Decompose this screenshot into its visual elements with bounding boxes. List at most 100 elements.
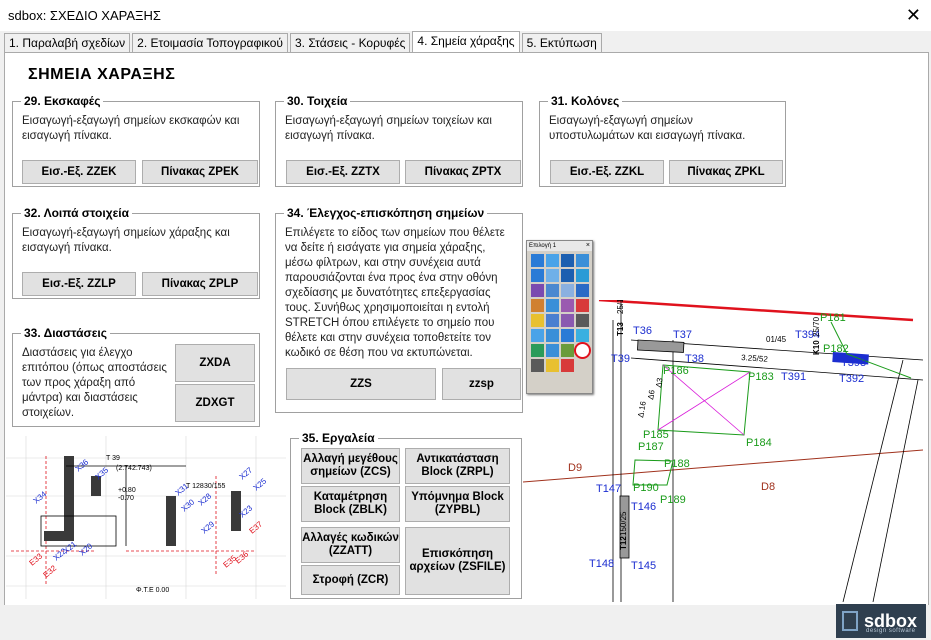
table-zptx-button[interactable]: Πίνακας ZPTX [405, 160, 521, 184]
rotate-zcr-button[interactable]: Στροφή (ZCR) [301, 565, 400, 595]
tools-icon[interactable] [531, 359, 544, 372]
layer-icon[interactable] [561, 254, 574, 267]
change-codes-zzatt-button[interactable]: Αλλαγές κωδικών (ZZATT) [301, 527, 400, 563]
drawing-label: T146 [631, 501, 656, 513]
tab-prepare-topographic[interactable]: 2. Ετοιμασία Τοπογραφικού [132, 33, 288, 53]
drawing-label: X27 [238, 465, 255, 481]
toolbar-close-icon[interactable]: × [585, 242, 590, 249]
replace-block-zrpl-button[interactable]: Αντικατάσταση Block (ZRPL) [405, 448, 510, 484]
footer [0, 605, 931, 640]
zzsp-button[interactable]: zzsp [442, 368, 521, 400]
refresh-icon[interactable] [576, 269, 589, 282]
drawing-label: 01/45 [766, 335, 787, 344]
resize-points-zcs-button[interactable]: Αλλαγή μεγέθους σημείων (ZCS) [301, 448, 400, 484]
table-zpkl-button[interactable]: Πίνακας ZPKL [669, 160, 783, 184]
text-icon[interactable] [576, 314, 589, 327]
drawing-label: X20 [78, 541, 95, 557]
block-legend-zypbl-button[interactable]: Υπόμνημα Block (ZYPBL) [405, 486, 510, 522]
add-point-icon[interactable] [576, 344, 589, 357]
drawing-label: X36 [74, 457, 91, 473]
import-export-zzkl-button[interactable]: Εισ.-Εξ. ZZKL [550, 160, 664, 184]
import-export-zztx-button[interactable]: Εισ.-Εξ. ZZTX [286, 160, 400, 184]
tab-stations-vertices[interactable]: 3. Στάσεις - Κορυφές [290, 33, 411, 53]
mirror-icon[interactable] [561, 299, 574, 312]
measure-icon[interactable] [561, 329, 574, 342]
line-icon[interactable] [561, 284, 574, 297]
title-bar: sdbox: ΣΧΕΔΙΟ ΧΑΡΑΞΗΣ ✕ [0, 0, 931, 31]
group-tools: 35. Εργαλεία Αλλαγή μεγέθους σημείων (ZC… [290, 431, 522, 599]
drawing-label: Δ3 [654, 377, 665, 389]
drawing-label: X25 [252, 476, 269, 492]
pen-icon[interactable] [546, 329, 559, 342]
tab-print[interactable]: 5. Εκτύπωση [521, 33, 602, 53]
grid-icon[interactable] [546, 299, 559, 312]
group-columns: 31. Κολόνες Εισαγωγή-εξαγωγή σημείων υπο… [539, 94, 786, 187]
group-excavations: 29. Εκσκαφές Εισαγωγή-εξαγωγή σημείων εκ… [12, 94, 260, 187]
tab-receive-drawings[interactable]: 1. Παραλαβή σχεδίων [4, 33, 131, 53]
drawing-label: T39 [611, 353, 630, 365]
help-icon[interactable] [546, 359, 559, 372]
logo-subtitle: design software [866, 628, 916, 634]
group-title: 31. Κολόνες [548, 94, 623, 108]
drawing-label: D9 [568, 462, 582, 474]
drawing-label: 25/70 [812, 316, 821, 337]
drawing-label: 30/155 [204, 483, 226, 490]
logo-icon [842, 611, 858, 631]
camera-icon[interactable] [576, 254, 589, 267]
zdxgt-button[interactable]: ZDXGT [175, 384, 255, 422]
drawing-label: D8 [761, 481, 775, 493]
close-icon[interactable]: ✕ [905, 5, 921, 25]
delete-icon[interactable] [561, 359, 574, 372]
stop-icon[interactable] [576, 299, 589, 312]
tab-layout-points[interactable]: 4. Σημεία χάραξης [412, 31, 520, 53]
drawing-label: P190 [633, 482, 659, 494]
image-icon[interactable] [531, 269, 544, 282]
import-export-zzlp-button[interactable]: Εισ.-Εξ. ZZLP [22, 272, 136, 296]
drawing-label: P187 [638, 441, 664, 453]
group-walls: 30. Τοιχεία Εισαγωγή-εξαγωγή σημείων τοι… [275, 94, 523, 187]
group-description: Διαστάσεις για έλεγχο επιτόπου (όπως απο… [22, 347, 167, 419]
group-title: 32. Λοιπά στοιχεία [21, 206, 133, 220]
drawing-label: +0.80 [118, 487, 136, 494]
group-title: 29. Εκσκαφές [21, 94, 104, 108]
import-export-zzek-button[interactable]: Εισ.-Εξ. ZZEK [22, 160, 136, 184]
drawing-label: T38 [685, 353, 704, 365]
drawing-label: T392 [839, 373, 864, 385]
clock-icon[interactable] [576, 329, 589, 342]
hatch-icon[interactable] [546, 314, 559, 327]
stretch-icon[interactable] [546, 284, 559, 297]
drawing-label: P188 [664, 458, 690, 470]
drawing-label: X21 [62, 539, 79, 555]
count-block-zblk-button[interactable]: Καταμέτρηση Block (ZBLK) [301, 486, 400, 522]
layer-toggle-icon[interactable] [531, 284, 544, 297]
arrow-icon[interactable] [531, 329, 544, 342]
window-icon[interactable] [546, 254, 559, 267]
table-zpek-button[interactable]: Πίνακας ZPEK [142, 160, 258, 184]
edit-icon[interactable] [531, 299, 544, 312]
group-points-review: 34. Έλεγχος-επισκόπηση σημείων Επιλέγετε… [275, 206, 523, 413]
drawing-label: T391 [781, 371, 806, 383]
drawing-label: T147 [596, 483, 621, 495]
select-icon[interactable] [561, 269, 574, 282]
zxda-button[interactable]: ZXDA [175, 344, 255, 382]
drawing-label: -0.70 [118, 495, 134, 502]
floating-toolbar: Επιλογή 1 × [526, 240, 593, 394]
check-icon[interactable] [531, 344, 544, 357]
map-icon[interactable] [561, 344, 574, 357]
block-icon[interactable] [561, 314, 574, 327]
group-title: 33. Διαστάσεις [21, 326, 110, 340]
drawing-label: E33 [28, 551, 45, 567]
copy-icon[interactable] [576, 284, 589, 297]
table-zplp-button[interactable]: Πίνακας ZPLP [142, 272, 258, 296]
polyline-icon[interactable] [546, 344, 559, 357]
drawing-label: E32 [42, 563, 59, 579]
zzs-button[interactable]: ZZS [286, 368, 436, 400]
zoom-icon[interactable] [546, 269, 559, 282]
drawing-label: T12 [619, 536, 628, 550]
file-preview-zsfile-button[interactable]: Επισκόπηση αρχείων (ZSFILE) [405, 527, 510, 595]
group-title: 34. Έλεγχος-επισκόπηση σημείων [284, 206, 488, 220]
zoom-zz-icon[interactable] [531, 314, 544, 327]
drawing-label: P184 [746, 437, 772, 449]
toolbar-titlebar[interactable]: Επιλογή 1 × [527, 241, 592, 251]
save-icon[interactable] [531, 254, 544, 267]
